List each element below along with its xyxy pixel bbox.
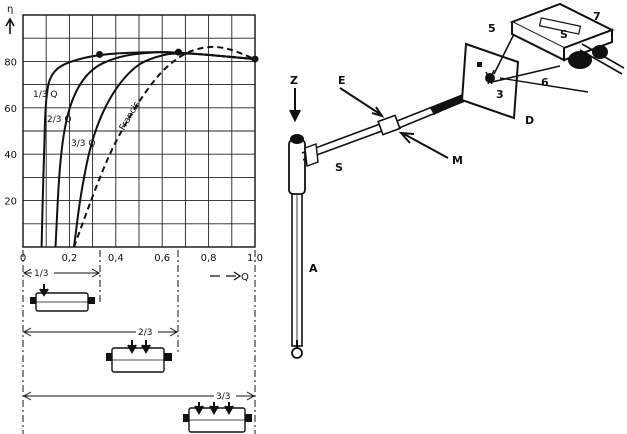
label-s-upper: S (560, 28, 568, 41)
guide-lines (22, 250, 256, 434)
label-m: M (452, 154, 463, 167)
x-tick-label: 0,2 (61, 253, 77, 264)
y-tick-label: 80 (4, 57, 17, 68)
x-tick-label: 0 (20, 253, 26, 264)
y-axis-symbol: η (7, 4, 13, 15)
dimension-one-third: 1/3 (22, 266, 101, 279)
x-axis-arrow: Q (210, 271, 249, 283)
label-7: 7 (593, 10, 601, 23)
x-tick-label: 0,4 (108, 253, 124, 264)
dimension-two-thirds: 2/3 (22, 325, 179, 338)
curve-three-thirds (73, 52, 256, 248)
curve-two-thirds (54, 51, 256, 248)
label-d: D (525, 114, 534, 127)
y-axis-arrow (5, 17, 15, 34)
x-axis-symbol: Q (241, 272, 249, 283)
peak-marker (174, 48, 182, 56)
label-a: A (309, 262, 318, 275)
peak-marker (96, 50, 104, 58)
dimension-three-thirds: 3/3 (22, 389, 256, 402)
curve-label-three-thirds: 3/3 Q (71, 139, 95, 149)
efficiency-curves (40, 45, 259, 248)
x-tick-label: 1,0 (247, 253, 263, 264)
wicket-gate-mechanism (288, 2, 625, 359)
label-6: 6 (541, 76, 549, 89)
curve-label-two-thirds: 2/3 Q (47, 115, 71, 125)
turbine-one-third (30, 284, 95, 312)
y-tick-label: 40 (4, 150, 17, 161)
end-marker (251, 55, 259, 63)
svg-text:3/3: 3/3 (216, 392, 230, 402)
x-tick-label: 0,6 (154, 253, 170, 264)
y-tick-labels: 20 40 60 80 (4, 57, 17, 207)
label-3: 3 (496, 88, 504, 101)
label-z: Z (290, 74, 298, 87)
turbine-three-thirds (183, 402, 252, 433)
label-e: E (338, 74, 346, 87)
svg-text:2/3: 2/3 (138, 328, 152, 338)
x-tick-label: 0,8 (201, 253, 217, 264)
y-tick-label: 60 (4, 104, 17, 115)
label-s-lower: S (335, 161, 343, 174)
y-tick-label: 20 (4, 197, 17, 208)
label-5: 5 (488, 22, 496, 35)
curve-label-one-third: 1/3 Q (33, 90, 57, 100)
x-tick-labels: 0 0,2 0,4 0,6 0,8 1,0 (20, 253, 263, 264)
curve-francis (73, 45, 256, 248)
turbine-two-thirds (106, 340, 172, 373)
servo-box (509, 2, 625, 75)
curve-one-third (40, 51, 256, 248)
chart-grid (23, 15, 255, 247)
svg-text:1/3: 1/3 (34, 269, 48, 279)
